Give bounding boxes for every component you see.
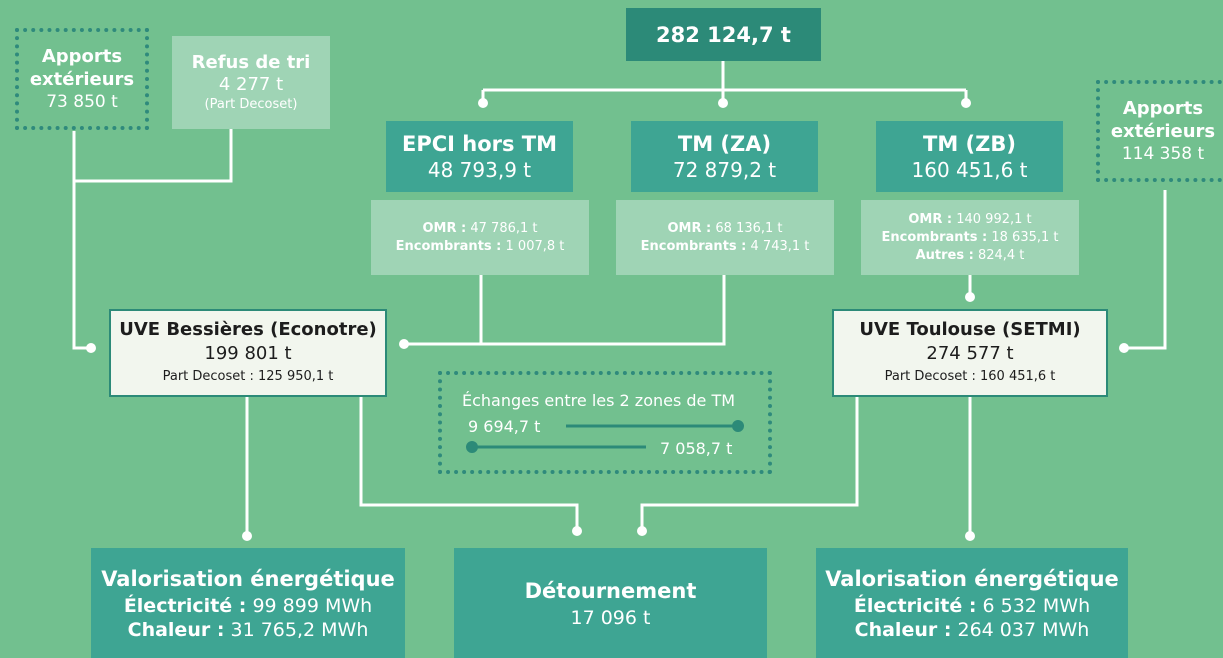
source-tm-zb: TM (ZB) 160 451,6 t bbox=[876, 121, 1063, 192]
exchanges-title: Échanges entre les 2 zones de TM bbox=[462, 391, 736, 410]
output-valorisation-left: Valorisation énergétique Électricité : 9… bbox=[91, 548, 405, 658]
exchange-value-1: 9 694,7 t bbox=[468, 417, 541, 436]
external-title-line2: extérieurs bbox=[29, 69, 135, 90]
output-title: Valorisation énergétique bbox=[825, 567, 1119, 591]
refus-title: Refus de tri bbox=[191, 51, 311, 73]
output-detournement: Détournement 17 096 t bbox=[454, 548, 767, 658]
source-value: 48 793,9 t bbox=[427, 157, 532, 182]
refus-value: 4 277 t bbox=[218, 73, 284, 95]
heat-value: 31 765,2 MWh bbox=[230, 619, 369, 641]
detail-value: 140 992,1 t bbox=[956, 211, 1032, 227]
output-value: 17 096 t bbox=[570, 607, 651, 629]
total-tonnage-value: 282 124,7 t bbox=[656, 22, 791, 47]
detail-value: 18 635,1 t bbox=[991, 229, 1059, 245]
electricity-value: 99 899 MWh bbox=[252, 595, 373, 617]
source-detail-epci: OMR : 47 786,1 t Encombrants : 1 007,8 t bbox=[371, 200, 589, 275]
detail-label: Encombrants : bbox=[881, 229, 988, 245]
detail-label: Encombrants : bbox=[395, 238, 502, 254]
source-value: 72 879,2 t bbox=[672, 157, 777, 182]
electricity-label: Électricité : bbox=[853, 595, 977, 617]
external-title-line2: extérieurs bbox=[1110, 121, 1216, 142]
detail-label: Encombrants : bbox=[640, 238, 747, 254]
source-value: 160 451,6 t bbox=[911, 157, 1028, 182]
source-tm-za: TM (ZA) 72 879,2 t bbox=[631, 121, 818, 192]
external-title-line1: Apports bbox=[41, 46, 123, 67]
electricity-value: 6 532 MWh bbox=[982, 595, 1091, 617]
electricity-label: Électricité : bbox=[123, 595, 247, 617]
detail-value: 824,4 t bbox=[977, 247, 1025, 263]
uve-toulouse-box: UVE Toulouse (SETMI) 274 577 t Part Deco… bbox=[832, 309, 1108, 397]
external-value: 73 850 t bbox=[46, 92, 118, 112]
external-title-line1: Apports bbox=[1122, 98, 1204, 119]
detail-label: OMR : bbox=[667, 220, 712, 236]
uve-title: UVE Bessières (Econotre) bbox=[119, 319, 377, 340]
heat-label: Chaleur : bbox=[854, 619, 952, 641]
source-title: EPCI hors TM bbox=[401, 131, 558, 156]
external-input-right: Apports extérieurs 114 358 t bbox=[1096, 80, 1223, 182]
detail-label: OMR : bbox=[422, 220, 467, 236]
uve-part: Part Decoset : 125 950,1 t bbox=[162, 369, 334, 384]
source-detail-za: OMR : 68 136,1 t Encombrants : 4 743,1 t bbox=[616, 200, 834, 275]
detail-value: 68 136,1 t bbox=[715, 220, 783, 236]
uve-title: UVE Toulouse (SETMI) bbox=[859, 319, 1081, 340]
exchanges-box: Échanges entre les 2 zones de TM 9 694,7… bbox=[438, 371, 772, 474]
output-valorisation-right: Valorisation énergétique Électricité : 6… bbox=[816, 548, 1128, 658]
detail-label: OMR : bbox=[908, 211, 953, 227]
external-input-left: Apports extérieurs 73 850 t bbox=[15, 28, 149, 130]
detail-value: 1 007,8 t bbox=[505, 238, 565, 254]
refus-de-tri-box: Refus de tri 4 277 t (Part Decoset) bbox=[172, 36, 330, 129]
source-title: TM (ZA) bbox=[677, 131, 772, 156]
detail-label: Autres : bbox=[915, 247, 974, 263]
total-tonnage-box: 282 124,7 t bbox=[626, 8, 821, 61]
uve-value: 199 801 t bbox=[204, 343, 292, 364]
refus-sub: (Part Decoset) bbox=[204, 96, 298, 112]
external-value: 114 358 t bbox=[1121, 144, 1205, 164]
heat-value: 264 037 MWh bbox=[957, 619, 1090, 641]
detail-value: 47 786,1 t bbox=[470, 220, 538, 236]
source-detail-zb: OMR : 140 992,1 t Encombrants : 18 635,1… bbox=[861, 200, 1079, 275]
output-title: Valorisation énergétique bbox=[101, 567, 395, 591]
uve-value: 274 577 t bbox=[926, 343, 1014, 364]
source-title: TM (ZB) bbox=[923, 131, 1016, 156]
uve-bessieres-box: UVE Bessières (Econotre) 199 801 t Part … bbox=[109, 309, 387, 397]
source-epci-hors-tm: EPCI hors TM 48 793,9 t bbox=[386, 121, 573, 192]
uve-part: Part Decoset : 160 451,6 t bbox=[884, 369, 1056, 384]
heat-label: Chaleur : bbox=[127, 619, 225, 641]
output-title: Détournement bbox=[524, 579, 697, 603]
exchange-value-2: 7 058,7 t bbox=[660, 439, 733, 458]
detail-value: 4 743,1 t bbox=[750, 238, 810, 254]
